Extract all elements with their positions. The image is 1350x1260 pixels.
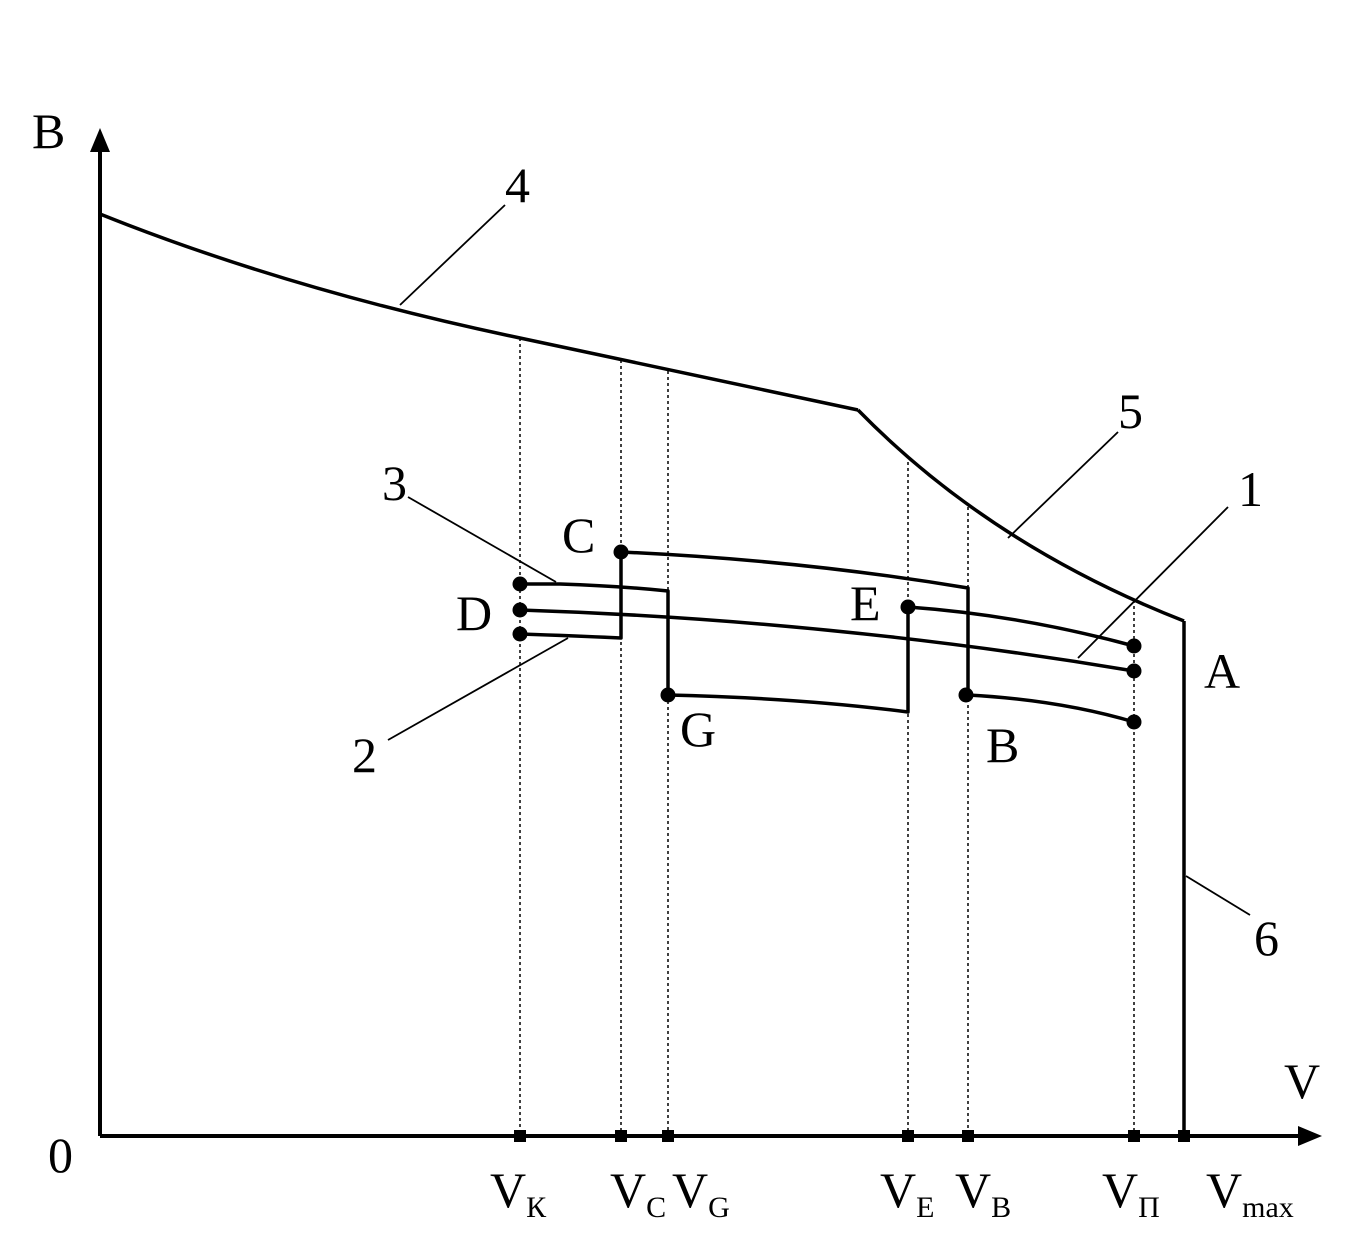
point-label-c: C xyxy=(562,507,595,563)
curve-label-2: 2 xyxy=(352,727,377,783)
point-label-b: B xyxy=(986,717,1019,773)
x-axis-arrow-icon xyxy=(1298,1126,1322,1146)
tick-label-vb: VB xyxy=(955,1162,1011,1224)
point-b xyxy=(958,687,974,703)
tick-label-vk: VК xyxy=(490,1162,547,1224)
x-axis-label: V xyxy=(1284,1053,1320,1109)
leader-lines xyxy=(387,204,1251,916)
curve-label-3: 3 xyxy=(382,455,407,511)
curve-3 xyxy=(520,582,1135,714)
tick-label-vc: VC xyxy=(610,1162,666,1224)
curve-4 xyxy=(99,212,859,412)
tick-vmax xyxy=(1178,1130,1190,1142)
curve-label-1: 1 xyxy=(1238,461,1263,517)
point-label-e: E xyxy=(850,575,881,631)
point-label-d: D xyxy=(456,585,492,641)
curve-1 xyxy=(519,608,1135,673)
leader-5 xyxy=(1007,431,1119,539)
leader-1 xyxy=(1077,506,1229,659)
tick-vc xyxy=(615,1130,627,1142)
y-axis-label: B xyxy=(32,103,65,159)
point-label-g: G xyxy=(680,701,716,757)
point-g xyxy=(660,687,676,703)
leader-4 xyxy=(399,204,506,306)
curve-label-5: 5 xyxy=(1118,383,1143,439)
tick-label-vg: VG xyxy=(672,1162,730,1224)
leader-6 xyxy=(1185,875,1251,916)
point-a-mid xyxy=(1126,663,1142,679)
point-a-bottom xyxy=(1126,714,1142,730)
tick-vb xyxy=(962,1130,974,1142)
tick-label-vp: VП xyxy=(1102,1162,1160,1224)
leader-2 xyxy=(387,637,569,741)
curve-label-4: 4 xyxy=(505,157,530,213)
axes xyxy=(90,128,1322,1146)
point-d-bottom xyxy=(512,626,528,642)
tick-vk xyxy=(514,1130,526,1142)
y-axis-arrow-icon xyxy=(90,128,110,152)
tick-label-ve: VE xyxy=(880,1162,934,1224)
origin-label: 0 xyxy=(48,1127,73,1183)
tick-vp xyxy=(1128,1130,1140,1142)
point-d-top xyxy=(512,576,528,592)
tick-ve xyxy=(902,1130,914,1142)
curve-2 xyxy=(519,550,1135,724)
x-tick-labels: VК VC VG VE VB VП Vmax xyxy=(490,1162,1294,1224)
point-d xyxy=(512,602,528,618)
tick-label-vmax: Vmax xyxy=(1206,1162,1294,1224)
curve-label-6: 6 xyxy=(1254,910,1279,966)
curve-5 xyxy=(856,408,1185,623)
leader-3 xyxy=(407,496,557,583)
x-tick-marks xyxy=(514,1130,1190,1142)
point-c xyxy=(613,544,629,560)
guide-lines xyxy=(519,338,1135,1136)
point-label-a: A xyxy=(1204,643,1240,699)
point-e xyxy=(900,599,916,615)
tick-vg xyxy=(662,1130,674,1142)
points xyxy=(512,544,1142,730)
point-a-top xyxy=(1126,638,1142,654)
